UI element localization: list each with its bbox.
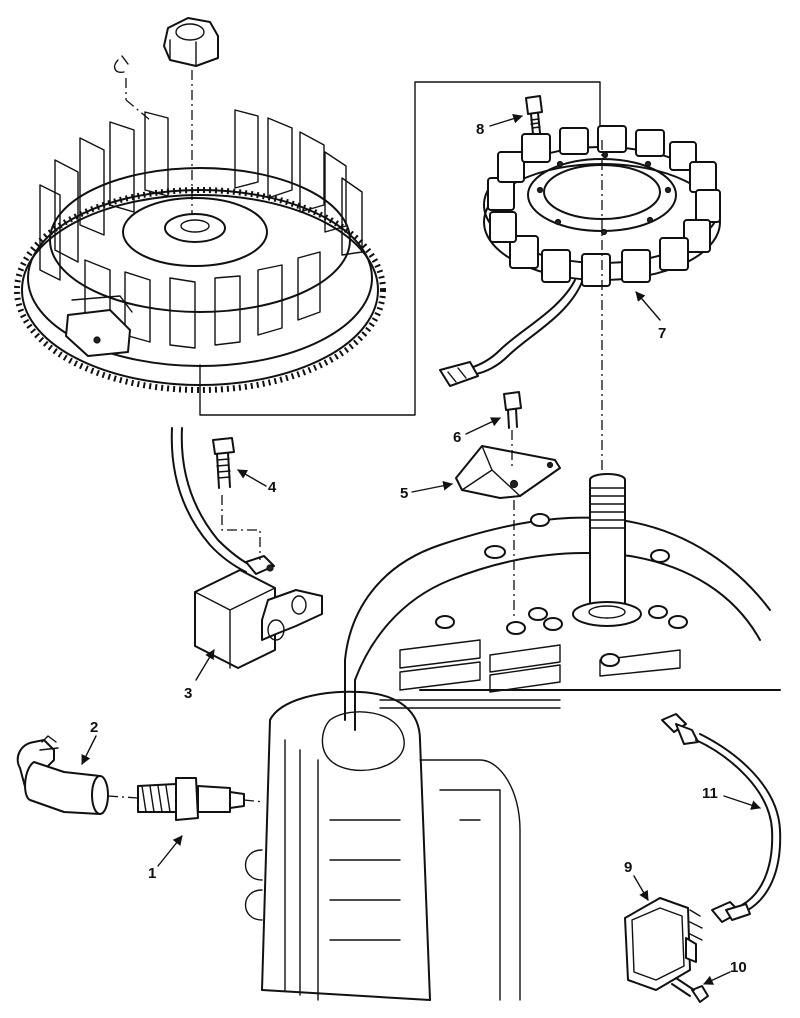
callout-1: 1 xyxy=(148,865,156,882)
rectifier-screw xyxy=(671,977,709,1003)
spark-plug-boot xyxy=(16,735,109,815)
callout-9: 9 xyxy=(624,859,632,876)
flywheel xyxy=(14,109,386,393)
rectifier xyxy=(624,897,703,991)
callout-2: 2 xyxy=(90,719,98,736)
callout-7: 7 xyxy=(658,325,666,342)
engine-block xyxy=(245,473,781,1001)
stator-bolt xyxy=(525,95,543,135)
callout-3: 3 xyxy=(184,685,192,702)
stator xyxy=(439,125,721,387)
callout-10: 10 xyxy=(730,959,747,976)
bracket xyxy=(455,445,561,499)
callout-11: 11 xyxy=(702,785,718,802)
callout-6: 6 xyxy=(453,429,461,446)
module-bolt xyxy=(212,437,235,489)
bracket-bolt xyxy=(503,391,522,429)
callout-4: 4 xyxy=(268,479,277,496)
flywheel-nut xyxy=(113,17,219,74)
callout-8: 8 xyxy=(476,121,484,138)
ignition-module xyxy=(170,427,323,669)
callout-5: 5 xyxy=(400,485,408,502)
wire-harness xyxy=(661,713,782,923)
spark-plug xyxy=(137,777,245,821)
